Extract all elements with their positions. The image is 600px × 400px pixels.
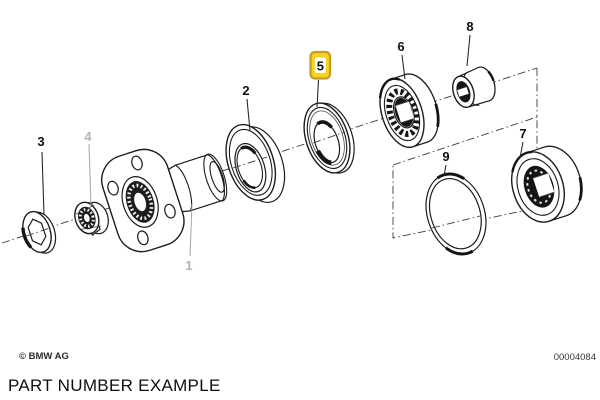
callout-2[interactable]: 2 (242, 83, 249, 98)
leader-line-8 (466, 34, 471, 67)
axis-segment-through-part-3 (25, 227, 51, 237)
callout-5[interactable]: 5 (317, 59, 324, 74)
leader-line-1 (189, 203, 193, 257)
part-7-drawing (510, 144, 583, 224)
callout-6[interactable]: 6 (397, 39, 404, 54)
leader-line-4 (88, 143, 92, 207)
part-3-drawing (21, 209, 57, 255)
subassembly-plane-outline (392, 116, 538, 239)
callout-7[interactable]: 7 (519, 126, 526, 141)
bmw-watermark: © BMW AG (19, 351, 69, 362)
diagram-number: 00004084 (554, 352, 596, 363)
callout-5-highlight-badge[interactable]: 5 (309, 50, 332, 80)
axis-segment-through-part-2 (232, 156, 268, 169)
highlight-badge-inner (314, 57, 326, 73)
leader-line-3 (41, 151, 45, 216)
callout-1[interactable]: 1 (185, 258, 192, 273)
leader-line-9 (443, 164, 447, 177)
leader-line-5 (316, 79, 320, 108)
page-caption: PART NUMBER EXAMPLE (8, 376, 221, 395)
leader-line-7 (519, 141, 524, 159)
callout-3[interactable]: 3 (37, 134, 44, 149)
part-1-drawing (101, 148, 228, 253)
leader-line-6 (401, 54, 406, 80)
part-2-drawing (225, 123, 286, 203)
part-4-drawing (74, 201, 109, 237)
axis-segment-through-part-5 (312, 131, 346, 144)
callout-4[interactable]: 4 (84, 129, 92, 144)
leader-line-2 (246, 98, 251, 132)
callout-8[interactable]: 8 (466, 19, 473, 34)
part-5-drawing (303, 102, 355, 174)
part-6-drawing (378, 72, 440, 149)
part-9-drawing (424, 172, 488, 256)
part-8-drawing (452, 65, 497, 109)
callout-9[interactable]: 9 (442, 149, 449, 164)
